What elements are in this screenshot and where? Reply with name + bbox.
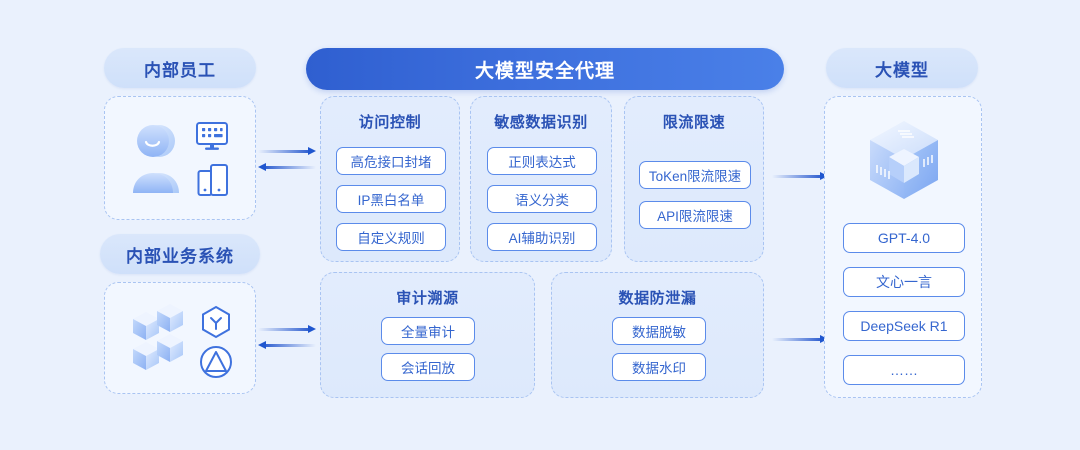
chip-data-leak-0[interactable]: 数据脱敏 xyxy=(612,317,706,345)
chip-model-2[interactable]: DeepSeek R1 xyxy=(843,311,965,341)
arrow-shaft xyxy=(265,166,316,169)
circle-triangle-icon xyxy=(200,346,232,378)
connector-proxy-to-model-top xyxy=(772,172,828,180)
panel-access-control-title: 访问控制 xyxy=(358,114,422,131)
hexagon-y-icon xyxy=(202,305,230,339)
chip-rate-limit-0[interactable]: ToKen限流限速 xyxy=(639,161,751,189)
panel-data-leak-prevention-title: 数据防泄漏 xyxy=(618,290,697,307)
chip-model-0[interactable]: GPT-4.0 xyxy=(843,223,965,253)
label-internal-business-system-text: 内部业务系统 xyxy=(126,246,234,266)
chip-access-control-1[interactable]: IP黑白名单 xyxy=(336,185,446,213)
arrow-shaft xyxy=(258,150,309,153)
arrow-head xyxy=(308,325,316,333)
chip-sensitive-data-0[interactable]: 正则表达式 xyxy=(487,147,597,175)
panel-audit-trace-title: 审计溯源 xyxy=(396,290,459,307)
hero-title-text: 大模型安全代理 xyxy=(474,60,615,82)
panel-sensitive-data: 敏感数据识别 正则表达式 语义分类 AI辅助识别 xyxy=(470,96,612,262)
label-internal-staff: 内部员工 xyxy=(104,48,256,88)
chip-rate-limit-1[interactable]: API限流限速 xyxy=(639,201,751,229)
panel-data-leak-prevention: 数据防泄漏 数据脱敏 数据水印 xyxy=(551,272,764,398)
chip-access-control-2[interactable]: 自定义规则 xyxy=(336,223,446,251)
group-internal-business-system xyxy=(104,282,256,394)
group-internal-staff xyxy=(104,96,256,220)
connector-business-to-proxy-out xyxy=(258,325,316,333)
hero-title-bar: 大模型安全代理 xyxy=(306,48,784,90)
label-large-model: 大模型 xyxy=(826,48,978,88)
label-internal-business-system: 内部业务系统 xyxy=(100,234,260,274)
chip-audit-trace-1[interactable]: 会话回放 xyxy=(381,353,475,381)
chip-model-3[interactable]: …… xyxy=(843,355,965,385)
arrow-shaft xyxy=(772,175,821,178)
label-large-model-text: 大模型 xyxy=(875,60,929,80)
label-internal-staff-text: 内部员工 xyxy=(144,60,216,80)
panel-sensitive-data-title: 敏感数据识别 xyxy=(494,114,588,131)
arrow-head xyxy=(308,147,316,155)
user-avatar-icon xyxy=(133,125,179,193)
arrow-head xyxy=(258,163,266,171)
desktop-monitor-icon xyxy=(196,122,228,150)
panel-audit-trace: 审计溯源 全量审计 会话回放 xyxy=(320,272,535,398)
connector-staff-to-proxy-in xyxy=(258,163,316,171)
connector-business-to-proxy-in xyxy=(258,341,316,349)
group-large-model: GPT-4.0 文心一言 DeepSeek R1 …… xyxy=(824,96,982,398)
server-blocks-icon xyxy=(133,304,183,370)
chip-model-1[interactable]: 文心一言 xyxy=(843,267,965,297)
arrow-shaft xyxy=(772,338,821,341)
mobile-devices-icon xyxy=(197,164,228,196)
model-cube-icon xyxy=(870,121,938,199)
arrow-shaft xyxy=(265,344,316,347)
chip-sensitive-data-1[interactable]: 语义分类 xyxy=(487,185,597,213)
chip-sensitive-data-2[interactable]: AI辅助识别 xyxy=(487,223,597,251)
panel-access-control: 访问控制 高危接口封堵 IP黑白名单 自定义规则 xyxy=(320,96,460,262)
chip-data-leak-1[interactable]: 数据水印 xyxy=(612,353,706,381)
chip-access-control-0[interactable]: 高危接口封堵 xyxy=(336,147,446,175)
chip-audit-trace-0[interactable]: 全量审计 xyxy=(381,317,475,345)
panel-rate-limit: 限流限速 ToKen限流限速 API限流限速 xyxy=(624,96,764,262)
connector-staff-to-proxy-out xyxy=(258,147,316,155)
arrow-head xyxy=(258,341,266,349)
connector-proxy-to-model-bottom xyxy=(772,335,828,343)
panel-rate-limit-title: 限流限速 xyxy=(662,114,726,131)
arrow-shaft xyxy=(258,328,309,331)
